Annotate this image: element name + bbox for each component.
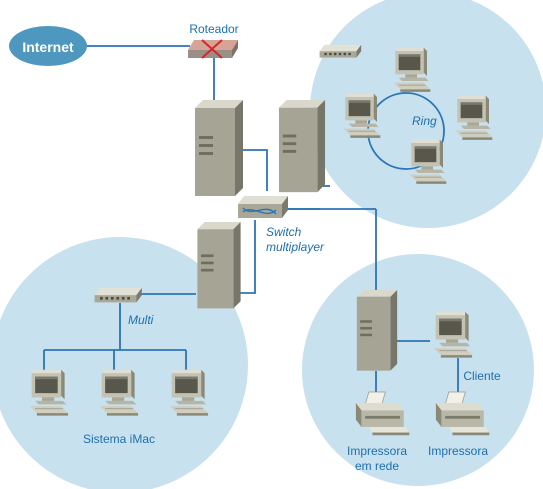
multi-hub: [94, 287, 142, 303]
server-main: [195, 100, 243, 196]
imac-pc-3: [169, 369, 209, 417]
network-printer-label-line2: em rede: [355, 459, 399, 473]
server-multi: [197, 222, 241, 309]
server-ring: [278, 100, 326, 193]
ring-pc-bottom: [409, 139, 447, 185]
ring-pc-right: [455, 95, 493, 141]
router: [188, 39, 238, 59]
printer-label: Impressora: [428, 444, 488, 458]
ring-pc-top: [393, 47, 431, 93]
internet-label: Internet: [22, 39, 74, 55]
client-pc: [433, 311, 473, 359]
server-office: [356, 290, 398, 371]
imac-pc-2: [99, 369, 139, 417]
ring-zone: [310, 0, 543, 228]
ring-pc-left: [343, 93, 381, 139]
ring-label: Ring: [412, 114, 437, 128]
switch-label-line2: multiplayer: [266, 240, 325, 254]
multi-label: Multi: [128, 313, 154, 327]
links: [43, 45, 459, 396]
multi-zone: [0, 237, 248, 489]
network-printer-label-line1: Impressora: [347, 444, 407, 458]
switch-device: [238, 196, 288, 218]
router-cross-icon: [201, 39, 223, 59]
internet-cloud: [9, 26, 87, 66]
router-label: Roteador: [189, 22, 238, 36]
ring-hub: [319, 44, 362, 58]
imac-pc-1: [29, 369, 69, 417]
client-label: Cliente: [463, 369, 501, 383]
switch-label-line1: Switch: [266, 225, 302, 239]
imac-system-label: Sistema iMac: [83, 432, 155, 446]
